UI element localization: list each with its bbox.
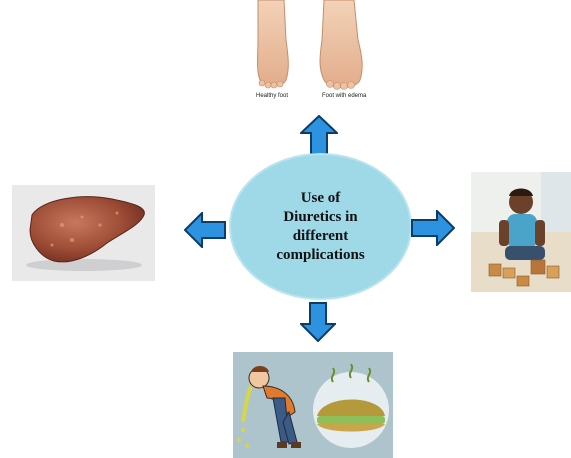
center-title-line-1: Use of <box>301 189 341 208</box>
child-playing-icon <box>471 172 571 292</box>
person-vomiting-icon <box>233 352 393 458</box>
edema-feet-image: Healthy foot Foot with edema <box>246 0 368 104</box>
edema-foot-caption: Foot with edema <box>322 93 366 99</box>
liver-photo-icon <box>12 185 155 281</box>
arrow-right-icon <box>411 210 455 246</box>
liver-image <box>12 185 155 281</box>
feet-icon <box>246 0 368 104</box>
arrow-up-icon <box>300 115 338 155</box>
nausea-image <box>233 352 393 458</box>
center-title: Use of Diuretics in different complicati… <box>229 153 412 300</box>
center-title-line-4: complications <box>276 246 364 265</box>
healthy-foot-caption: Healthy foot <box>256 93 288 99</box>
center-title-line-3: different <box>293 227 349 246</box>
child-image <box>471 172 571 292</box>
center-title-line-2: Diuretics in <box>283 208 357 227</box>
arrow-left-icon <box>184 212 226 248</box>
arrow-down-icon <box>300 302 336 342</box>
